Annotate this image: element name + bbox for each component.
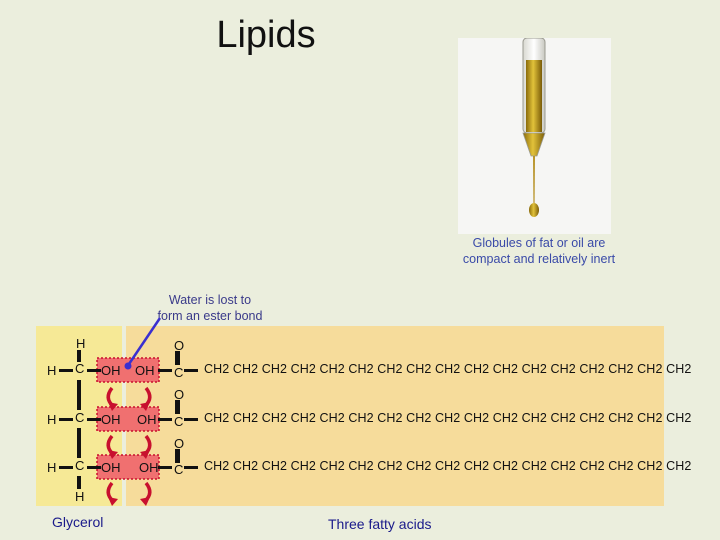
glycerol-h-bottom: H xyxy=(75,489,85,504)
arrowhead-left-1 xyxy=(108,402,118,411)
carbonyl-bond-3 xyxy=(175,449,180,463)
arrowhead-left-3 xyxy=(108,497,118,506)
fatty-acid-c-2: C xyxy=(174,414,184,429)
glycerol-bond-top xyxy=(77,350,81,362)
arrowhead-right-1 xyxy=(140,402,150,411)
glycerol-bond-2-3 xyxy=(77,428,81,458)
carbonyl-bond-2 xyxy=(175,400,180,414)
h-c-bond-2 xyxy=(59,418,73,421)
h-c-bond-3 xyxy=(59,466,73,469)
slide-title: Lipids xyxy=(216,14,316,56)
fatty-acid-oh-1: OH xyxy=(135,363,155,378)
c-chain-bond-2 xyxy=(184,418,198,421)
glycerol-bond-bottom xyxy=(77,476,81,489)
water-highlight-1 xyxy=(96,357,160,383)
oh-c-bond-2 xyxy=(158,418,172,421)
glycerol-c-3: C xyxy=(75,458,85,473)
glycerol-c-1: C xyxy=(75,361,85,376)
oil-dropper-image xyxy=(458,38,611,234)
h-c-bond-1 xyxy=(59,369,73,372)
c-oh-bond-1 xyxy=(87,369,101,372)
oh-c-bond-3 xyxy=(158,466,172,469)
fatty-acids-label: Three fatty acids xyxy=(328,516,432,532)
fatty-acid-chain-3: CH2 CH2 CH2 CH2 CH2 CH2 CH2 CH2 CH2 CH2 … xyxy=(204,459,692,473)
glycerol-label: Glycerol xyxy=(52,514,104,530)
water-highlight-3 xyxy=(96,454,160,480)
fatty-acid-c-3: C xyxy=(174,462,184,477)
fatty-acid-chain-2: CH2 CH2 CH2 CH2 CH2 CH2 CH2 CH2 CH2 CH2 … xyxy=(204,411,692,425)
c-oh-bond-3 xyxy=(87,466,101,469)
fatty-acid-o-3: O xyxy=(174,436,185,451)
oh-c-bond-1 xyxy=(158,369,172,372)
fatty-acid-c-1: C xyxy=(174,365,184,380)
fatty-acid-oh-3: OH xyxy=(139,460,159,475)
photo-caption-line-1: Globules of fat or oil are xyxy=(472,236,606,250)
glycerol-h-top: H xyxy=(76,336,86,351)
fatty-acids-panel xyxy=(126,326,664,506)
fatty-acid-chain-1: CH2 CH2 CH2 CH2 CH2 CH2 CH2 CH2 CH2 CH2 … xyxy=(204,362,692,376)
glycerol-h-left-1: H xyxy=(47,363,57,378)
c-oh-bond-2 xyxy=(87,418,101,421)
arrowhead-left-2 xyxy=(108,450,118,459)
glycerol-bond-1-2 xyxy=(77,380,81,410)
water-loss-note: Water is lost to form an ester bond xyxy=(148,292,272,324)
fatty-acid-o-2: O xyxy=(174,387,185,402)
glycerol-oh-2: OH xyxy=(101,412,121,427)
c-chain-bond-3 xyxy=(184,466,198,469)
water-note-line-2: form an ester bond xyxy=(157,309,263,323)
pointer-dot xyxy=(124,362,132,370)
fatty-acid-oh-2: OH xyxy=(137,412,157,427)
water-note-line-1: Water is lost to xyxy=(168,293,252,307)
glycerol-h-left-2: H xyxy=(47,412,57,427)
photo-caption: Globules of fat or oil are compact and r… xyxy=(448,235,630,267)
glycerol-h-left-3: H xyxy=(47,460,57,475)
photo-caption-line-2: compact and relatively inert xyxy=(462,252,616,266)
glycerol-oh-3: OH xyxy=(101,460,121,475)
arrowhead-right-2 xyxy=(140,450,150,459)
fatty-acid-o-1: O xyxy=(174,338,185,353)
carbonyl-bond-1 xyxy=(175,351,180,365)
arrowhead-right-3 xyxy=(140,497,150,506)
pointer-line xyxy=(127,317,162,365)
c-chain-bond-1 xyxy=(184,369,198,372)
glycerol-c-2: C xyxy=(75,410,85,425)
glycerol-oh-1: OH xyxy=(101,363,121,378)
